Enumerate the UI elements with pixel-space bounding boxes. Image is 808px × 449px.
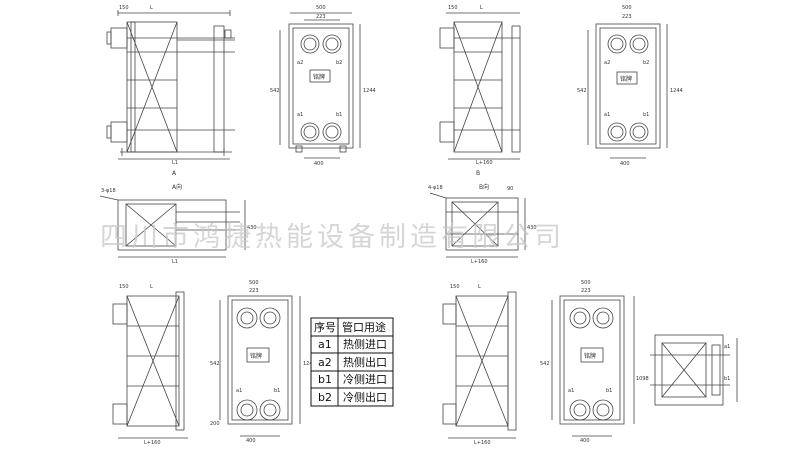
dim-L160-b: L+160 bbox=[476, 160, 493, 166]
table-row-use: 热侧出口 bbox=[343, 355, 387, 369]
dim-L-c: L bbox=[150, 284, 153, 290]
port-a1-c: a1 bbox=[236, 388, 242, 394]
caption-a: A bbox=[172, 170, 177, 177]
view-label-b: B向 bbox=[479, 183, 489, 191]
dim-1244: 1244 bbox=[363, 88, 376, 94]
table-row-id: a1 bbox=[318, 338, 332, 351]
dim-500-d: 500 bbox=[581, 280, 591, 286]
dim-430-b: 430 bbox=[527, 225, 537, 231]
plan-view-b bbox=[429, 192, 526, 258]
dim-500-c: 500 bbox=[249, 280, 259, 286]
table-row-use: 冷侧出口 bbox=[343, 390, 387, 404]
dim-L160-plan: L+160 bbox=[471, 259, 488, 265]
port-a1-d: a1 bbox=[568, 388, 574, 394]
table-header-index: 序号 bbox=[314, 320, 336, 334]
dim-500-b: 500 bbox=[622, 5, 632, 11]
front-view-c bbox=[219, 295, 301, 437]
dim-542-c: 542 bbox=[210, 361, 220, 367]
dim-223-d: 223 bbox=[581, 288, 591, 294]
dim-150-b: 150 bbox=[448, 5, 458, 11]
dim-223: 223 bbox=[316, 14, 326, 20]
table-row-id: b1 bbox=[318, 373, 332, 386]
port-a2: a2 bbox=[297, 60, 303, 66]
dim-L160-c: L+160 bbox=[144, 440, 161, 446]
table-row-use: 热侧进口 bbox=[343, 338, 387, 351]
port-b2: b2 bbox=[336, 60, 342, 66]
dim-L1: L1 bbox=[172, 160, 178, 166]
port-usage-table bbox=[310, 317, 394, 407]
dim-150: 150 bbox=[119, 5, 129, 11]
dim-L: L bbox=[150, 5, 153, 11]
front-view-d bbox=[551, 295, 635, 437]
dim-223-c: 223 bbox=[249, 288, 259, 294]
bolt-spec-b: 4-φ18 bbox=[428, 185, 443, 191]
dim-542: 542 bbox=[270, 88, 280, 94]
end-view-small bbox=[650, 334, 738, 406]
nameplate-label-d: 铭牌 bbox=[584, 352, 596, 360]
port-b1: b1 bbox=[336, 112, 342, 118]
dim-430: 430 bbox=[247, 225, 257, 231]
front-view-a bbox=[279, 12, 361, 159]
dim-150-d: 150 bbox=[450, 284, 460, 290]
watermark-text: 四川市鸿捷热能设备制造有限公司 bbox=[100, 222, 565, 253]
dim-400-c: 400 bbox=[246, 438, 256, 444]
dim-150-c: 150 bbox=[119, 284, 129, 290]
table-row-id: a2 bbox=[318, 356, 332, 369]
table-row-use: 冷侧进口 bbox=[343, 373, 387, 386]
port-b1-c: b1 bbox=[274, 388, 280, 394]
port-a1: a1 bbox=[297, 112, 303, 118]
dim-L-d: L bbox=[478, 284, 481, 290]
caption-b: B bbox=[476, 170, 480, 177]
front-view-b bbox=[587, 23, 668, 159]
side-view-c bbox=[112, 291, 188, 439]
dim-L160-d: L+160 bbox=[474, 440, 491, 446]
dim-1098-d: 1098 bbox=[636, 376, 649, 382]
dim-1244-c: 1244 bbox=[303, 361, 316, 367]
view-label-a: A向 bbox=[172, 183, 182, 191]
dim-L-b: L bbox=[480, 5, 483, 11]
plan-view-a bbox=[99, 195, 246, 258]
dim-90: 90 bbox=[507, 186, 513, 192]
port-b1-e: b1 bbox=[724, 376, 730, 382]
side-view-d bbox=[442, 291, 517, 439]
dim-L1-plan: L1 bbox=[172, 259, 178, 265]
port-a1-e: a1 bbox=[724, 344, 730, 350]
nameplate-label-c: 铭牌 bbox=[250, 352, 262, 360]
port-a2-b: a2 bbox=[604, 60, 610, 66]
port-b2-b: b2 bbox=[643, 60, 649, 66]
port-b1-b: b1 bbox=[643, 112, 649, 118]
dim-200-c: 200 bbox=[210, 421, 220, 427]
table-row-id: b2 bbox=[318, 391, 332, 404]
dim-542-b: 542 bbox=[577, 88, 587, 94]
nameplate-label-b: 铭牌 bbox=[620, 75, 632, 83]
dim-500: 500 bbox=[316, 5, 326, 11]
port-b1-d: b1 bbox=[606, 388, 612, 394]
bolt-spec-a: 3-φ18 bbox=[101, 188, 116, 194]
side-view-a bbox=[106, 10, 235, 160]
dim-542-d: 542 bbox=[540, 361, 550, 367]
dim-1244-b: 1244 bbox=[670, 88, 683, 94]
port-a1-b: a1 bbox=[604, 112, 610, 118]
nameplate-label: 铭牌 bbox=[313, 73, 325, 81]
dim-400-d: 400 bbox=[580, 438, 590, 444]
dim-400: 400 bbox=[314, 161, 324, 167]
side-view-b bbox=[439, 12, 521, 160]
dim-223-b: 223 bbox=[622, 14, 632, 20]
dim-400-b: 400 bbox=[620, 161, 630, 167]
table-header-use: 管口用途 bbox=[342, 320, 386, 334]
